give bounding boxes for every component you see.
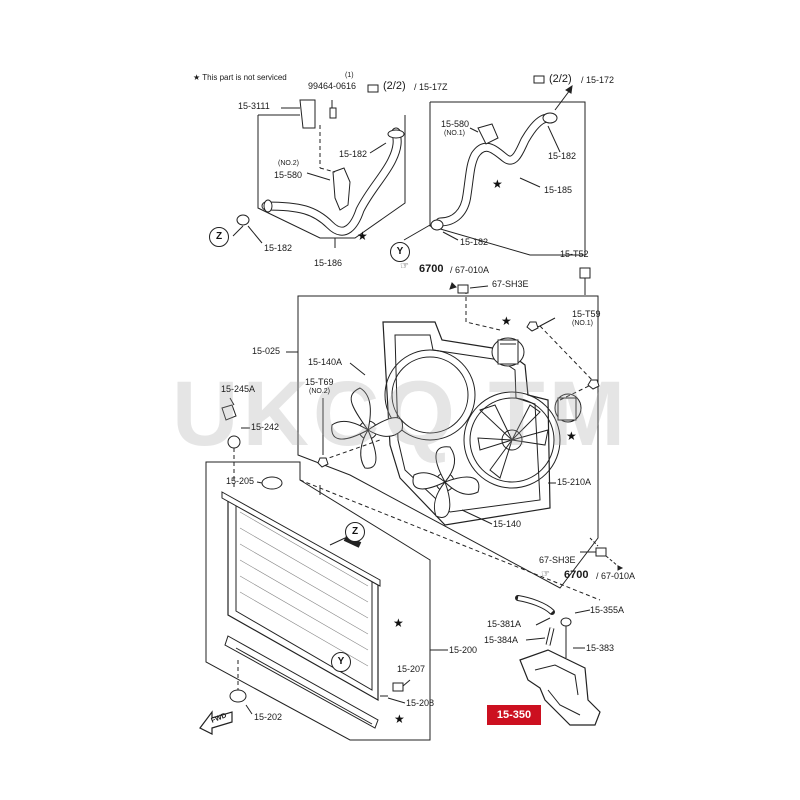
label-15-205: 15-205 [226,476,255,486]
ref-2-2-left[interactable]: (2/2) [383,80,406,92]
not-serviced-note: ★ This part is not serviced [193,73,287,82]
watermark: UKCQ TM [172,363,630,465]
clip-580-no2 [332,167,351,211]
label-15-182-upper-right: 15-182 [548,151,577,161]
label-15-3111: 15-3111 [238,101,270,111]
label-t69-no2-tag: (NO.2) [309,388,330,395]
ref-arrow-left [367,84,379,93]
connector-sh3e-top [457,284,469,294]
bolt-t52 [579,267,591,279]
label-99464-qty: (1) [345,72,354,79]
hose-186-box [257,115,406,239]
clamp-355a [560,617,572,627]
label-15-182-lower-right: 15-182 [460,237,489,247]
star-icon-motor-upper: ★ [501,314,512,328]
fan-blades-right [477,404,549,479]
label-15-t69-no2: 15-T69 [305,377,334,387]
label-15-355a: 15-355A [590,605,625,615]
bracket-245a [221,404,237,421]
label-67-sh3e-top: 67-SH3E [492,279,529,289]
nut-t69-no2 [317,457,329,468]
star-icon-hose-186: ★ [357,229,368,243]
circle-ref-y-radiator[interactable]: Y [331,652,351,672]
label-15-202: 15-202 [254,712,283,722]
label-15-208: 15-208 [406,698,435,708]
label-15-t52: 15-T52 [560,249,589,259]
fan-15-140 [412,446,480,518]
ref-6700-top[interactable]: 6700 [419,263,444,275]
radiator-upper-tank [221,491,381,587]
ref-67-010a-bottom[interactable]: / 67-010A [596,571,636,581]
label-15-580-no2: 15-580 [274,170,303,180]
star-icon-hose-185: ★ [492,177,503,191]
ref-15-17z[interactable]: / 15-17Z [414,82,448,92]
connector-sh3e-bottom [595,547,607,557]
label-15-t59-no1: 15-T59 [572,309,601,319]
label-15-210a: 15-210A [557,477,592,487]
label-15-025: 15-025 [252,346,281,356]
label-15-140: 15-140 [493,519,522,529]
fan-motor-upper [491,337,525,367]
fwd-arrow [199,710,233,735]
highlight-15-350[interactable]: 15-350 [487,705,541,725]
nut-t59-no1 [526,321,539,332]
label-99464-0616: 99464-0616 [308,81,357,91]
ref-15-172[interactable]: / 15-172 [581,75,615,85]
label-15-381a: 15-381A [487,619,522,629]
ref-67-010a-top[interactable]: / 67-010A [450,265,490,275]
label-15-207: 15-207 [397,664,426,674]
radiator-lower-support [224,635,379,729]
star-icon-radiator-core: ★ [393,616,404,630]
label-15-185: 15-185 [544,185,573,195]
label-15-186: 15-186 [314,258,343,268]
label-no2-tag: (NO.2) [278,160,299,167]
drain-plug-207 [392,682,404,692]
bracket-3111 [299,99,316,129]
cushion-202 [229,689,247,703]
label-15-182-upper-left: 15-182 [339,149,368,159]
clamp-182-d [430,219,444,231]
label-no1-tag: (NO.1) [444,130,465,137]
circle-ref-y-upper[interactable]: Y [390,242,410,262]
fan-motor-lower [554,393,582,423]
label-15-384a: 15-384A [484,635,519,645]
ref-6700-bottom[interactable]: 6700 [564,569,589,581]
label-15-245a: 15-245A [221,384,256,394]
label-15-200: 15-200 [449,645,478,655]
clamp-182-b [236,214,250,226]
circle-ref-z-radiator[interactable]: Z [345,522,365,542]
radiator-cap [261,476,283,490]
clip-580-no1 [477,123,499,145]
clamp-182-c [542,112,558,124]
label-67-sh3e-bottom: 67-SH3E [539,555,576,565]
nut-t59-no1b [587,379,600,390]
clamp-182-a [387,129,405,139]
cross-ref-6700-top-prefix: ☞ [400,261,409,272]
star-icon-motor-lower: ★ [566,429,577,443]
cross-ref-6700-bottom-prefix: ☞ [541,569,550,580]
label-15-140a: 15-140A [308,357,343,367]
fan-shroud-box [297,295,599,589]
fan-ring-right [463,391,561,489]
star-icon-lower-support: ★ [394,712,405,726]
label-15-580-no1: 15-580 [441,119,470,129]
label-15-383: 15-383 [586,643,615,653]
circle-ref-z-left[interactable]: Z [209,227,229,247]
ref-2-2-right[interactable]: (2/2) [549,73,572,85]
label-t59-no1-tag: (NO.1) [572,320,593,327]
label-15-242: 15-242 [251,422,280,432]
hose-185-box [429,101,586,256]
label-15-182-lower-left: 15-182 [264,243,293,253]
fan-15-140a [331,387,404,469]
